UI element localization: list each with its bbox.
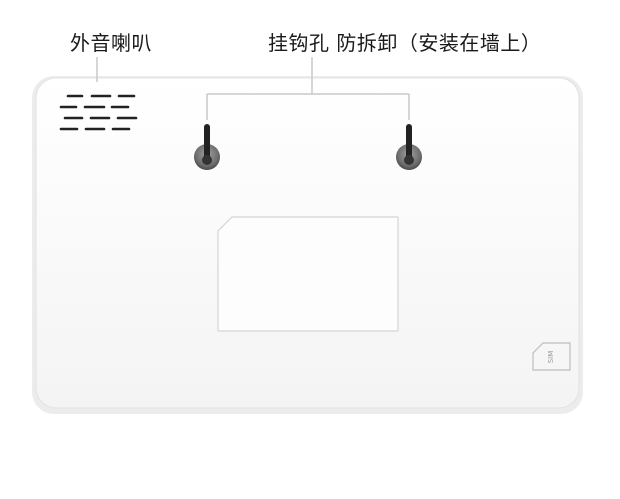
hook-leader-lines [206,57,410,120]
speaker-grille-icon [59,94,138,131]
sim-card-icon: SIM [532,342,571,371]
hook-hole-label: 挂钩孔 防拆卸（安装在墙上） [268,31,542,55]
sim-label: SIM [547,351,555,364]
speaker-label: 外音喇叭 [70,31,152,55]
battery-cover [217,216,399,332]
hook-hole-right-icon [396,124,422,170]
hook-hole-left-icon [194,124,220,170]
